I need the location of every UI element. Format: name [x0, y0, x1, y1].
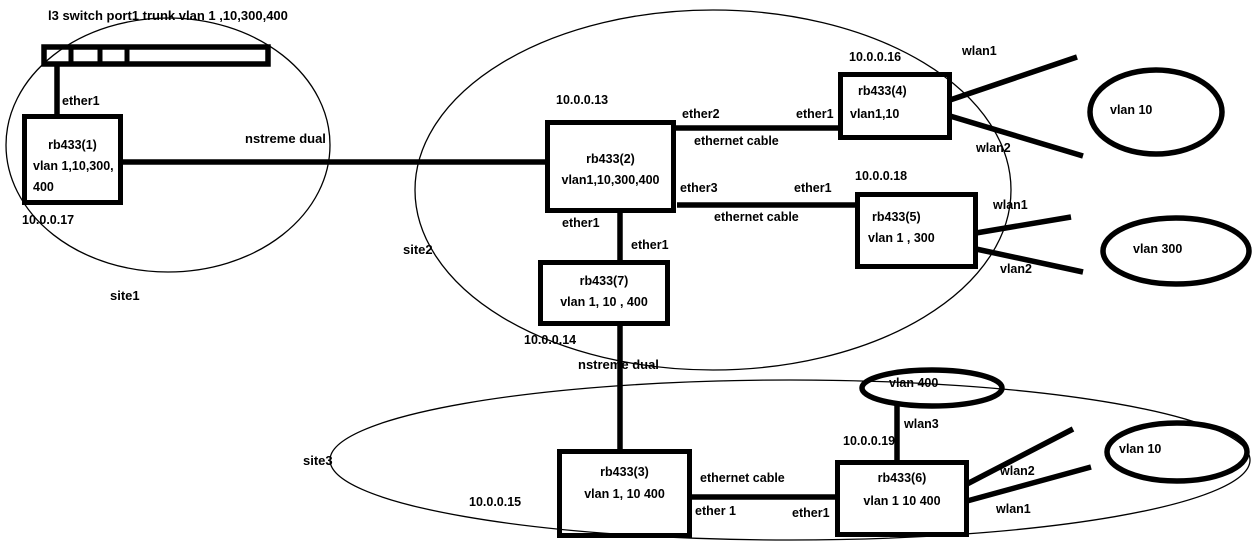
router-vlans: vlan1,10 — [850, 107, 900, 121]
vlan300-cloud — [1100, 215, 1252, 287]
ethernet-cable-label-3: ethernet cable — [700, 471, 785, 485]
port-label-rb2-ether2: ether2 — [682, 107, 720, 121]
router-rb433-5: rb433(5) vlan 1 , 300 — [855, 192, 978, 269]
port-label-rb2-ether3: ether3 — [680, 181, 718, 195]
radio-rb5-wlan2 — [975, 246, 1084, 275]
ip-label-rb5: 10.0.0.18 — [855, 169, 908, 183]
port-label-rb4-wlan1: wlan1 — [962, 44, 997, 58]
router-vlans: vlan 1, 10 400 — [584, 487, 665, 501]
vlan400-label: vlan 400 — [889, 376, 939, 390]
router-vlans: vlan 1, 10 , 400 — [560, 295, 648, 309]
site2-label: site2 — [403, 242, 433, 257]
port-label-rb6-wlan2: wlan2 — [1000, 464, 1035, 478]
port-label-rb2-ether1: ether1 — [562, 216, 600, 230]
l3-switch-body — [41, 44, 271, 67]
ip-label-rb7: 10.0.0.14 — [524, 333, 577, 347]
port-label-rb4-wlan2: wlan2 — [976, 141, 1011, 155]
router-rb433-3: rb433(3) vlan 1, 10 400 — [557, 449, 692, 538]
site1-boundary-ellipse — [5, 17, 331, 273]
radio-rb4-wlan1 — [949, 54, 1078, 103]
port-label-switch-ether1: ether1 — [62, 94, 100, 108]
nstreme-dual-label-bottom: nstreme dual — [578, 357, 659, 372]
port-label-rb7-ether1: ether1 — [631, 238, 669, 252]
router-name: rb433(6) — [877, 471, 927, 485]
nstreme-dual-label-top: nstreme dual — [245, 131, 326, 146]
router-vlans: 400 — [33, 180, 54, 194]
vlan10-top-label: vlan 10 — [1110, 103, 1153, 117]
site3-boundary-ellipse — [329, 379, 1251, 541]
router-name: rb433(5) — [872, 210, 921, 224]
router-name: rb433(1) — [48, 138, 97, 152]
site2-boundary-ellipse — [414, 9, 1012, 371]
vlan10-bottom-label: vlan 10 — [1119, 442, 1162, 456]
router-name: rb433(2) — [586, 152, 635, 166]
port-label-rb6-wlan1: wlan1 — [996, 502, 1031, 516]
radio-rb6-wlan2 — [965, 426, 1075, 487]
ip-label-rb3: 10.0.0.15 — [469, 495, 522, 509]
switch-caption: l3 switch port1 trunk vlan 1 ,10,300,400 — [48, 8, 288, 23]
site3-label: site3 — [303, 453, 333, 468]
radio-rb4-wlan2 — [949, 113, 1084, 159]
router-vlans: vlan 1,10,300, — [33, 159, 114, 173]
router-vlans: vlan 1 , 300 — [868, 231, 935, 245]
ip-label-rb1: 10.0.0.17 — [22, 213, 75, 227]
ip-label-rb4: 10.0.0.16 — [849, 50, 902, 64]
router-rb433-2: rb433(2) vlan1,10,300,400 — [545, 120, 676, 213]
port-label-rb6-ether1: ether1 — [792, 506, 830, 520]
router-rb433-1: rb433(1) vlan 1,10,300, 400 — [22, 114, 123, 205]
router-name: rb433(7) — [579, 274, 629, 288]
ethernet-cable-label-1: ethernet cable — [694, 134, 779, 148]
router-vlans: vlan 1 10 400 — [863, 494, 941, 508]
vlan400-cloud — [859, 367, 1005, 409]
port-label-rb5-ether1: ether1 — [794, 181, 832, 195]
router-name: rb433(3) — [600, 465, 649, 479]
ip-label-rb6: 10.0.0.19 — [843, 434, 896, 448]
router-rb433-4: rb433(4) vlan1,10 — [838, 72, 952, 140]
vlan300-label: vlan 300 — [1133, 242, 1183, 256]
router-rb433-6: rb433(6) vlan 1 10 400 — [835, 460, 969, 537]
port-label-rb4-ether1: ether1 — [796, 107, 834, 121]
site1-label: site1 — [110, 288, 140, 303]
radio-rb5-wlan1 — [975, 214, 1072, 236]
router-rb433-7: rb433(7) vlan 1, 10 , 400 — [538, 260, 670, 326]
port-label-rb3-ether1: ether 1 — [695, 504, 736, 518]
radio-rb6-wlan1 — [966, 464, 1092, 504]
router-vlans: vlan1,10,300,400 — [561, 173, 660, 187]
vlan10-bottom-cloud — [1104, 420, 1250, 484]
port-label-rb5-wlan1: wlan1 — [993, 198, 1028, 212]
router-name: rb433(4) — [858, 84, 907, 98]
ip-label-rb2: 10.0.0.13 — [556, 93, 609, 107]
port-label-rb6-wlan3: wlan3 — [904, 417, 939, 431]
port-label-rb5-vlan2: vlan2 — [1000, 262, 1032, 276]
ethernet-cable-label-2: ethernet cable — [714, 210, 799, 224]
vlan10-top-cloud — [1087, 67, 1225, 157]
